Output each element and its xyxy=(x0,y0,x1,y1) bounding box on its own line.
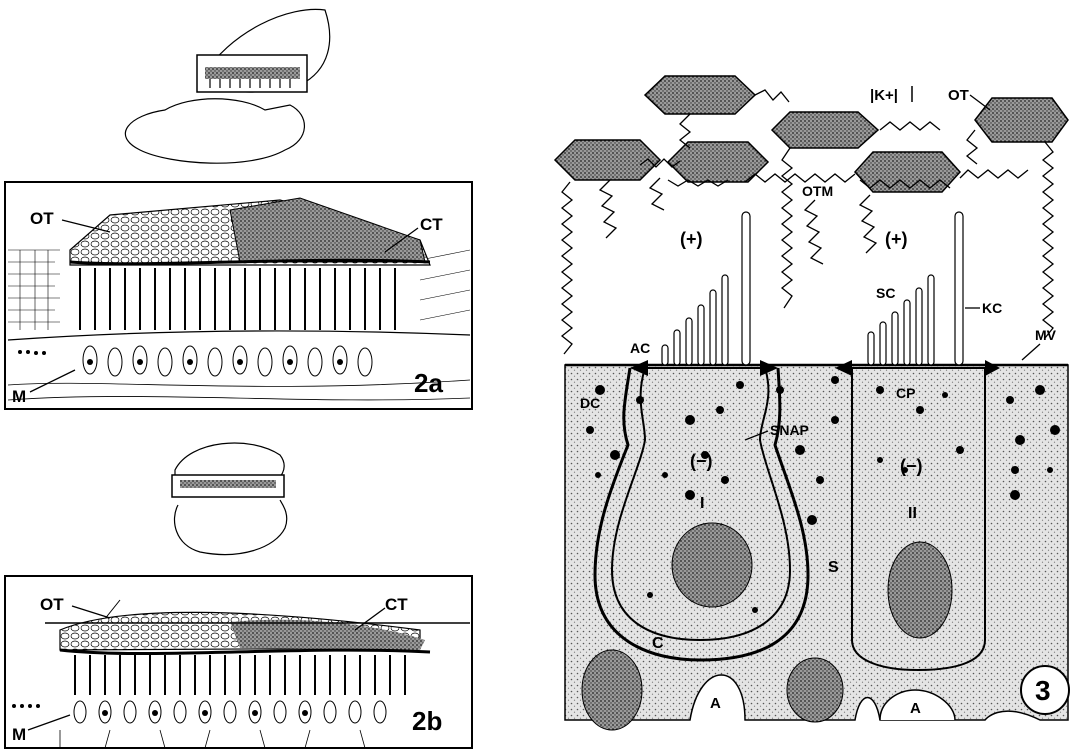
label-k-ion: |K+| xyxy=(870,87,898,104)
label-ac: AC xyxy=(630,340,650,356)
head-outline-2b xyxy=(174,500,286,555)
label-s: S xyxy=(828,559,839,576)
label-m-2a: M xyxy=(12,387,26,406)
label-plus-left: (+) xyxy=(680,229,703,249)
label-a-left: A xyxy=(710,695,721,712)
label-a-right: A xyxy=(910,700,921,717)
label-otm: OTM xyxy=(802,183,833,199)
label-type-i: I xyxy=(700,495,704,512)
support-nucleus-mid xyxy=(787,658,843,722)
label-minus-left: (−) xyxy=(690,451,713,471)
label-mv: MV xyxy=(1035,327,1057,343)
support-nucleus-left xyxy=(582,650,642,730)
label-sc: SC xyxy=(876,285,895,301)
otoconia-crystals xyxy=(555,76,1068,192)
label-snap: SNAP xyxy=(770,422,809,438)
label-ot-2a: OT xyxy=(30,209,54,228)
nucleus-type-ii xyxy=(888,542,952,638)
label-ot-2b: OT xyxy=(40,595,64,614)
panel-label-3: 3 xyxy=(1035,675,1051,706)
label-plus-right: (+) xyxy=(885,229,908,249)
label-kc: KC xyxy=(982,300,1002,316)
panel-label-2a: 2a xyxy=(414,368,443,398)
label-cp: CP xyxy=(896,385,915,401)
figure-2b: OT CT M 2b xyxy=(5,443,472,748)
figure-2a: OT CT M 2a xyxy=(5,9,472,409)
label-ct-2b: CT xyxy=(385,595,408,614)
head-outline-2a xyxy=(125,99,304,163)
label-type-ii: II xyxy=(908,505,917,522)
label-minus-right: (−) xyxy=(900,456,923,476)
label-ct-2a: CT xyxy=(420,215,443,234)
panel-label-2b: 2b xyxy=(412,706,442,736)
label-m-2b: M xyxy=(12,725,26,744)
stereocilia-type-i xyxy=(662,212,750,365)
label-dc: DC xyxy=(580,395,600,411)
label-c: C xyxy=(652,635,664,652)
nucleus-type-i xyxy=(672,523,752,607)
figure-3: |K+| OT OTM (+) (+) SC KC MV AC CP DC SN… xyxy=(555,76,1069,730)
label-ot-3: OT xyxy=(948,87,969,104)
